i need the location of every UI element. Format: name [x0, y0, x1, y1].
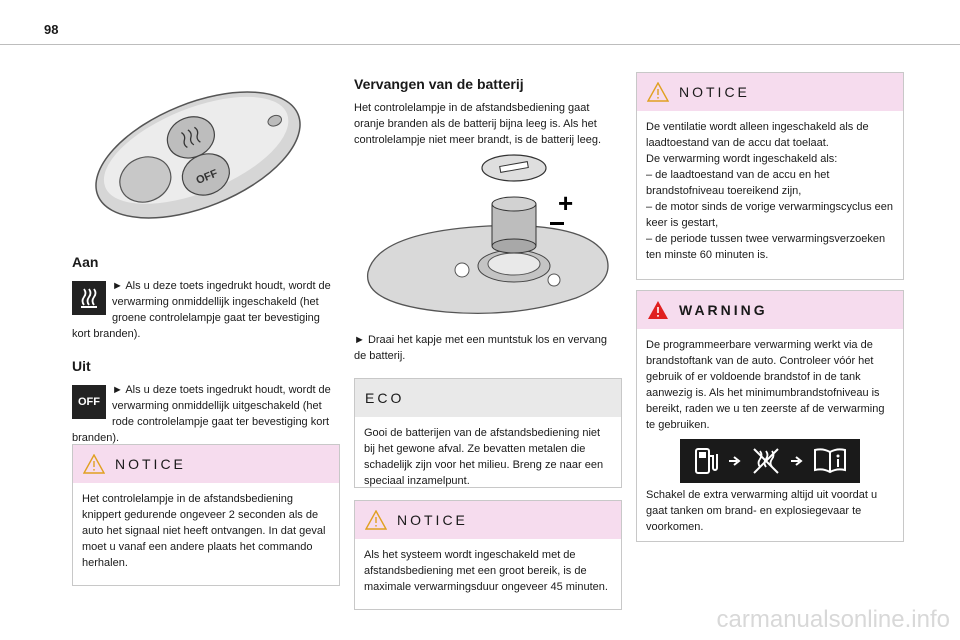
- warning-triangle-filled-icon: [648, 301, 668, 319]
- notice-header: NOTICE: [73, 445, 339, 483]
- warning-header: WARNING: [637, 291, 903, 329]
- uit-heading: Uit: [72, 358, 91, 374]
- notice-header: NOTICE: [637, 73, 903, 111]
- column-left: OFF Aan ► Als u deze toets ingedrukt hou…: [72, 70, 340, 446]
- heat-button-icon: [72, 281, 106, 315]
- eco-box: ECO Gooi de batterijen van de afstandsbe…: [354, 378, 622, 488]
- header-divider: [0, 44, 960, 45]
- refuel-warning-pictogram: [680, 439, 860, 483]
- remote-control-illustration: OFF: [95, 91, 301, 219]
- svg-text:+: +: [558, 188, 573, 218]
- notice-box-left: NOTICE Het controlelampje in de afstands…: [72, 444, 340, 586]
- notice-text: Het controlelampje in de afstandsbedieni…: [82, 493, 326, 569]
- warning-box: WARNING De programmeerbare verwarming we…: [636, 290, 904, 542]
- notice-box-middle: NOTICE Als het systeem wordt ingeschakel…: [354, 500, 622, 610]
- warning-title: WARNING: [679, 302, 768, 318]
- eco-text: Gooi de batterijen van de afstandsbedien…: [364, 427, 604, 487]
- notice-line: – de periode tussen twee verwarmingsverz…: [646, 233, 886, 261]
- eco-header: ECO: [355, 379, 621, 417]
- battery-intro: Het controlelampje in de afstandsbedieni…: [354, 102, 602, 146]
- uit-text: ► Als u deze toets ingedrukt houdt, word…: [72, 384, 331, 444]
- arrow-right-icon: [728, 456, 741, 466]
- warning-triangle-icon: [83, 454, 105, 474]
- notice-title: NOTICE: [679, 84, 750, 100]
- arrow-right-icon: [791, 456, 803, 466]
- manual-book-icon: [814, 448, 847, 474]
- notice-box-right: NOTICE De ventilatie wordt alleen ingesc…: [636, 72, 904, 280]
- eco-title: ECO: [365, 390, 405, 406]
- battery-instruction: ► Draai het kapje met een muntstuk los e…: [354, 334, 608, 362]
- warning-triangle-icon: [365, 510, 387, 530]
- notice-line: De verwarming wordt ingeschakeld als:: [646, 153, 838, 165]
- aan-text: ► Als u deze toets ingedrukt houdt, word…: [72, 280, 331, 340]
- notice-line: – de motor sinds de vorige verwarmingscy…: [646, 201, 894, 229]
- notice-text: Als het systeem wordt ingeschakeld met d…: [364, 549, 608, 593]
- off-button-icon: OFF: [72, 385, 106, 419]
- notice-line: – de laadtoestand van de accu en het bra…: [646, 169, 830, 197]
- notice-title: NOTICE: [115, 456, 186, 472]
- battery-replacement-illustration: +: [367, 154, 609, 315]
- warning-text: De programmeerbare verwarming werkt via …: [646, 339, 885, 431]
- page-number: 98: [44, 22, 59, 37]
- heater-off-icon: [753, 448, 779, 474]
- notice-header: NOTICE: [355, 501, 621, 539]
- fuel-pump-icon: [694, 448, 718, 474]
- footer-watermark: carmanualsonline.info: [716, 606, 950, 633]
- aan-heading: Aan: [72, 254, 99, 270]
- column-middle: Vervangen van de batterij Het controlela…: [354, 70, 622, 364]
- warning-text-2: Schakel de extra verwarming altijd uit v…: [646, 489, 878, 533]
- warning-triangle-icon: [647, 82, 669, 102]
- notice-title: NOTICE: [397, 512, 468, 528]
- battery-heading: Vervangen van de batterij: [354, 76, 524, 92]
- notice-line: De ventilatie wordt alleen ingeschakeld …: [646, 121, 869, 149]
